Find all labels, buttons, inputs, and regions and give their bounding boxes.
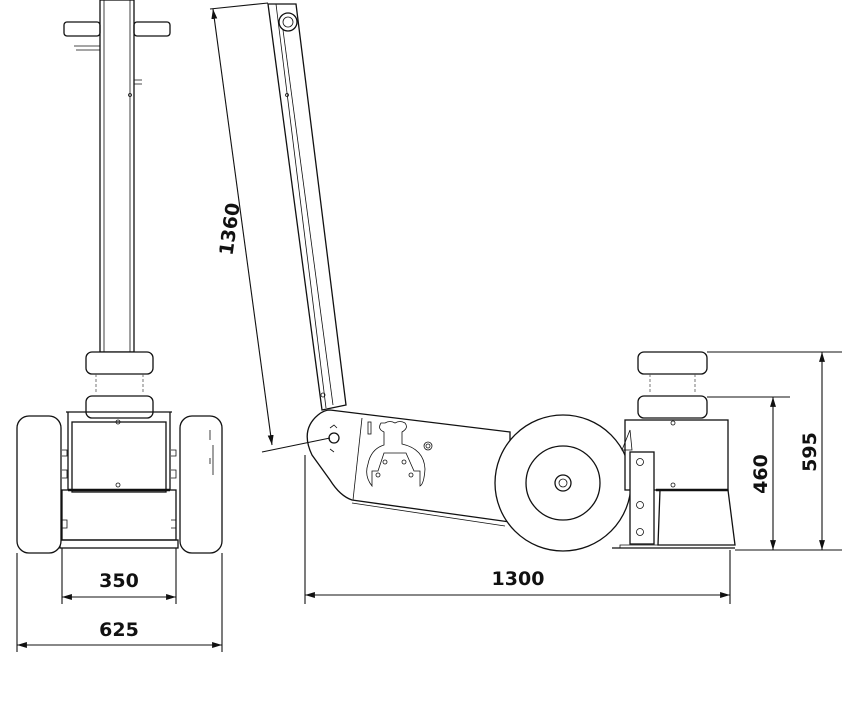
saddle-front xyxy=(85,351,154,419)
dimension-label-595: 595 xyxy=(799,432,821,472)
handle-column xyxy=(63,0,171,353)
body-front xyxy=(59,411,179,549)
lifting-arm xyxy=(306,409,511,527)
dimension-1300: 1300 xyxy=(304,455,731,604)
wheels-front xyxy=(16,415,223,554)
dimension-label-460: 460 xyxy=(750,454,772,494)
dimension-625: 625 xyxy=(16,553,223,652)
dimension-460: 460 xyxy=(707,396,790,551)
handle-side xyxy=(267,3,347,411)
side-view xyxy=(267,3,736,552)
dimension-label-1300: 1300 xyxy=(492,568,545,590)
dimension-label-350: 350 xyxy=(99,570,139,592)
front-view xyxy=(16,0,223,554)
dimension-label-625: 625 xyxy=(99,619,139,641)
cylinder-side xyxy=(612,351,736,549)
dimension-595: 595 xyxy=(707,351,842,551)
dimension-350: 350 xyxy=(61,548,177,604)
wheel-side xyxy=(494,414,632,552)
dimension-label-1360: 1360 xyxy=(215,201,244,256)
